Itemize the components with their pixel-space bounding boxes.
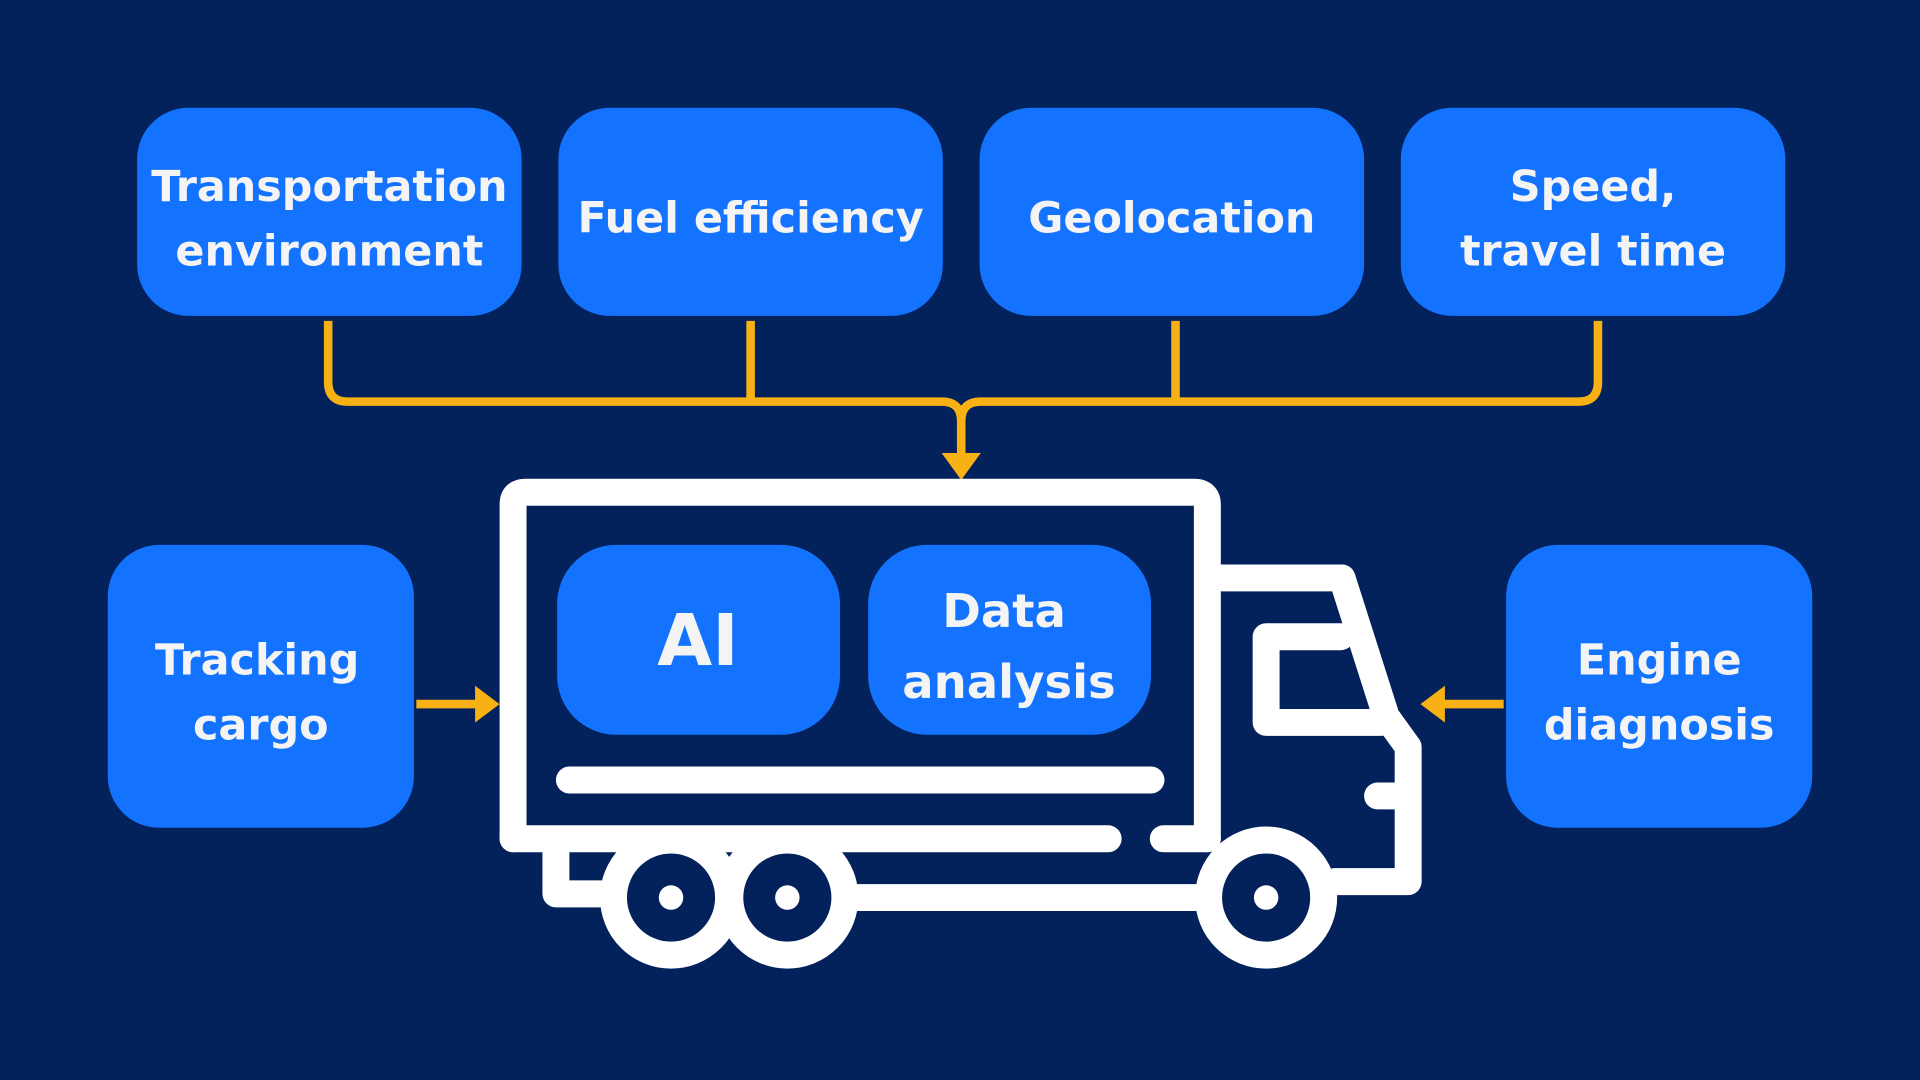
arrow-left-icon <box>1420 685 1445 723</box>
arrow-right-icon <box>475 685 500 723</box>
input-fuel-efficiency: Fuel efficiency <box>558 107 943 316</box>
data-analysis-box: Data analysis <box>868 544 1152 735</box>
input-speed-travel-time: Speed, travel time <box>1400 107 1786 316</box>
box-label: diagnosis <box>1544 701 1775 751</box>
box-label: Engine <box>1577 636 1742 686</box>
input-tracking-cargo: Tracking cargo <box>107 544 414 828</box>
box-label: analysis <box>902 655 1115 709</box>
box-label: travel time <box>1460 227 1726 277</box>
connector-lines <box>323 320 1603 723</box>
box-label: cargo <box>193 701 329 751</box>
input-geolocation: Geolocation <box>979 107 1365 316</box>
box-label: Fuel efficiency <box>578 194 924 244</box>
ai-box: AI <box>557 544 840 735</box>
arrow-down-icon <box>941 453 981 480</box>
box-label: Geolocation <box>1028 194 1315 244</box>
box-label: environment <box>175 227 483 277</box>
box-label: Transportation <box>151 162 507 212</box>
box-label: Speed, <box>1510 162 1677 212</box>
input-transportation-environment: Transportation environment <box>137 107 522 316</box>
ai-label: AI <box>657 599 738 682</box>
box-label: Tracking <box>155 636 359 686</box>
input-engine-diagnosis: Engine diagnosis <box>1506 544 1813 828</box>
truck-icon <box>499 478 1422 969</box>
box-label: Data <box>942 584 1066 638</box>
